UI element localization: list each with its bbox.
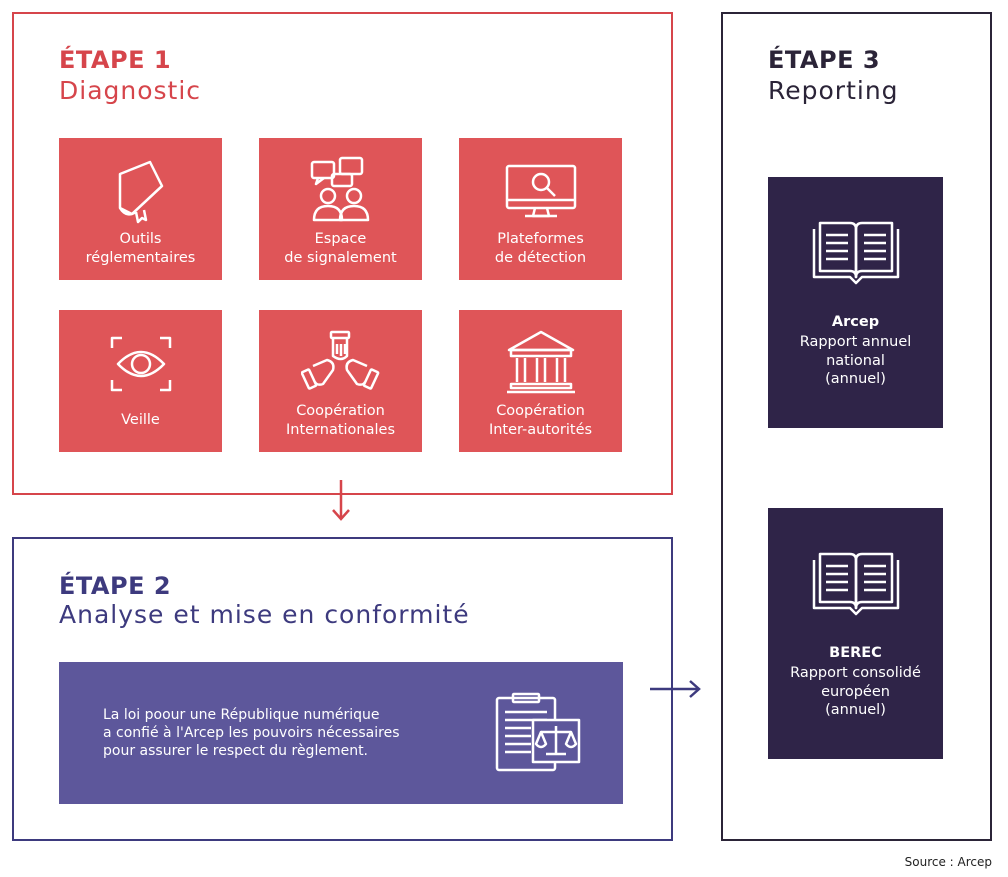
step1-panel: [12, 12, 673, 495]
tile-label: Outils réglementaires: [85, 231, 196, 266]
tile-label: Coopération Inter-autorités: [488, 403, 593, 438]
report-org: BEREC: [829, 645, 882, 661]
hands-icon: [300, 330, 379, 390]
tile-espace: Espace de signalement: [259, 138, 422, 280]
legal-box: La loi poour une République numérique a …: [59, 662, 623, 804]
clipboard-scales-icon: [495, 692, 581, 772]
report-desc: Rapport consolidé européen: [790, 665, 921, 700]
tile-label: Espace de signalement: [284, 231, 397, 266]
book-icon: [118, 160, 163, 224]
open-book-icon: [812, 552, 899, 616]
report-freq: (annuel): [825, 702, 886, 718]
step2-label: ÉTAPE 2: [59, 572, 172, 600]
open-book-icon: [812, 221, 899, 285]
step3-label: ÉTAPE 3: [768, 46, 881, 74]
institution-icon: [506, 330, 575, 394]
report-desc: Rapport annuel national: [799, 334, 912, 369]
step3-panel: [721, 12, 992, 841]
tile-label: Coopération Internationales: [285, 403, 396, 438]
step2-title: Analyse et mise en conformité: [59, 600, 470, 629]
tile-label: Plateformes de détection: [494, 231, 587, 266]
monitor-search-icon: [505, 164, 576, 218]
legal-text: La loi poour une République numérique a …: [103, 707, 400, 759]
report-berec: BEREC Rapport consolidé européen (annuel…: [768, 508, 943, 759]
tile-veille: Veille: [59, 310, 222, 452]
tile-outils: Outils réglementaires: [59, 138, 222, 280]
report-arcep: Arcep Rapport annuel national (annuel): [768, 177, 943, 428]
report-freq: (annuel): [825, 371, 886, 387]
eye-icon: [110, 336, 171, 392]
step1-title: Diagnostic: [59, 76, 202, 105]
step1-label: ÉTAPE 1: [59, 46, 172, 74]
report-org: Arcep: [831, 314, 880, 330]
step3-title: Reporting: [768, 76, 899, 105]
arrow-right-icon: [650, 680, 701, 698]
chat-people-icon: [310, 156, 369, 222]
tile-coop-int: Coopération Internationales: [259, 310, 422, 452]
arrow-down-icon: [332, 480, 350, 521]
tile-plateformes: Plateformes de détection: [459, 138, 622, 280]
tile-coop-auth: Coopération Inter-autorités: [459, 310, 622, 452]
tile-label: Veille: [121, 412, 160, 428]
source-note: Source : Arcep: [904, 855, 992, 869]
